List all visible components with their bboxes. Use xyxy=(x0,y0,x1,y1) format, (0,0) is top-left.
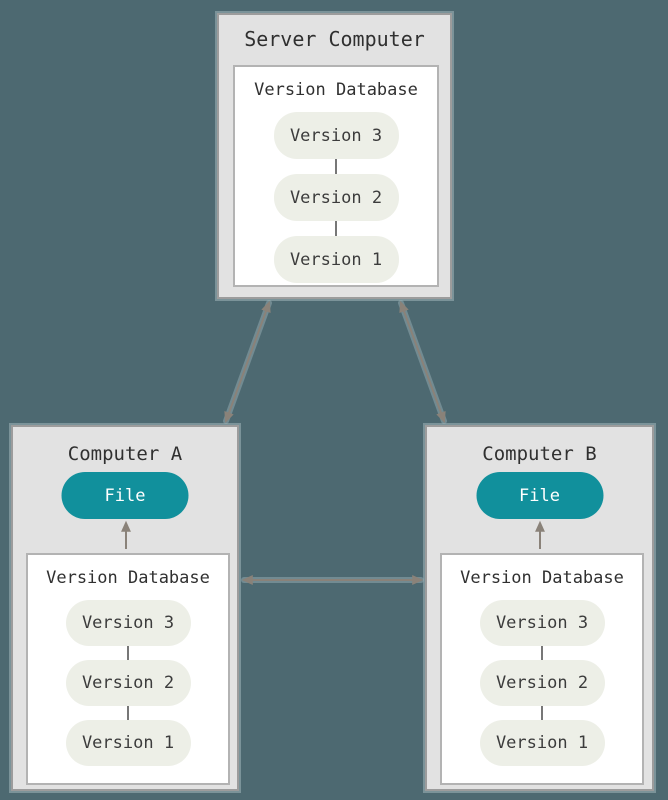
server-computer-b-arrow xyxy=(399,300,446,424)
computer-b-file-pill: File xyxy=(476,472,603,519)
server-version-database-panel: Version Database Version 3 Version 2 Ver… xyxy=(233,65,439,287)
version-pill: Version 1 xyxy=(479,720,605,766)
computer-b-box: Computer B File Version Database Version… xyxy=(425,425,654,791)
version-pill: Version 3 xyxy=(65,600,191,646)
server-computer-box: Server Computer Version Database Version… xyxy=(217,13,452,299)
version-pill: Version 3 xyxy=(273,112,399,159)
version-connector-line xyxy=(127,706,129,720)
version-database-title: Version Database xyxy=(46,568,210,588)
version-pill: Version 2 xyxy=(273,174,399,221)
version-pill: Version 3 xyxy=(479,600,605,646)
computer-a-file-pill: File xyxy=(61,472,189,519)
version-connector-line xyxy=(335,221,337,236)
version-connector-line xyxy=(541,706,543,720)
computer-b-version-database-panel: Version Database Version 3 Version 2 Ver… xyxy=(440,553,644,785)
version-database-title: Version Database xyxy=(254,80,418,100)
server-computer-b-arrow-halo xyxy=(398,300,447,424)
server-computer-title: Server Computer xyxy=(244,27,425,51)
version-pill: Version 1 xyxy=(65,720,191,766)
computer-b-title: Computer B xyxy=(482,443,597,465)
version-database-title: Version Database xyxy=(460,568,624,588)
server-computer-a-arrow xyxy=(224,300,271,424)
version-pill: Version 2 xyxy=(65,660,191,706)
computer-a-title: Computer A xyxy=(67,443,183,465)
version-connector-line xyxy=(335,159,337,174)
version-pill: Version 1 xyxy=(273,236,399,283)
version-pill: Version 2 xyxy=(479,660,605,706)
version-connector-line xyxy=(541,646,543,660)
computer-a-box: Computer A File Version Database Version… xyxy=(11,425,239,791)
version-connector-line xyxy=(127,646,129,660)
server-computer-a-arrow-halo xyxy=(223,300,272,424)
computer-a-version-database-panel: Version Database Version 3 Version 2 Ver… xyxy=(26,553,230,785)
